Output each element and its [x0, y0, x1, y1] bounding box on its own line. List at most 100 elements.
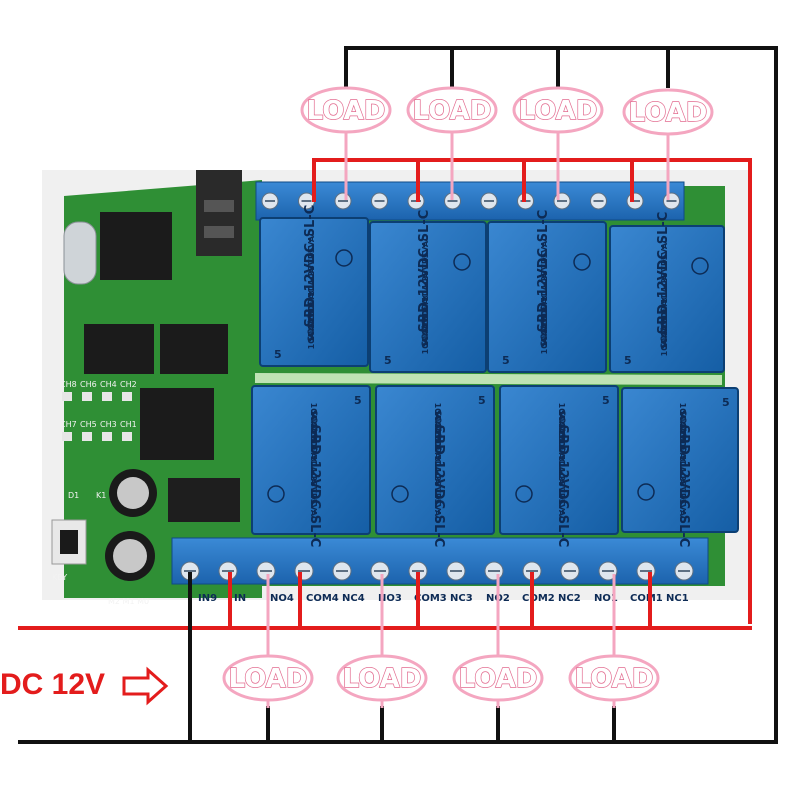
relay-pin-mark: 5: [722, 396, 730, 409]
terminal-screw[interactable]: [484, 561, 504, 581]
led-ch6: [82, 392, 92, 401]
terminal-screw[interactable]: [298, 192, 315, 210]
ic-chip-2: [84, 324, 154, 374]
load-label: LOAD: [229, 664, 308, 694]
terminal-screw[interactable]: [553, 192, 571, 210]
relay-model-label: SRD-12VDC-SL-C: [536, 210, 551, 333]
label-ch5: CH5: [80, 420, 97, 429]
ic-chip-1: [100, 212, 172, 280]
load-oval: LOAD: [452, 654, 544, 702]
load-label: LOAD: [413, 96, 492, 126]
relay-brand-label: SONGLE: [556, 410, 566, 452]
key-label: KEY: [52, 573, 67, 582]
label-ch1: CH1: [120, 420, 137, 429]
relay-pin-mark: 5: [624, 354, 632, 367]
terminal-screw[interactable]: [560, 561, 580, 581]
relay-rating-label: 10A 250VAC 10A 125VAC: [557, 410, 566, 522]
terminal-screw[interactable]: [371, 192, 388, 210]
certification-icon: [453, 253, 471, 271]
relay-rating-label: 10A 250VAC 10A 125VAC: [307, 230, 316, 342]
terminal-label: COM2: [522, 593, 555, 604]
load-label: LOAD: [307, 96, 386, 126]
led-ch1: [122, 432, 132, 441]
ic-chip-3: [160, 324, 228, 374]
terminal-screw[interactable]: [626, 192, 644, 210]
load-oval: LOAD: [300, 86, 392, 134]
terminal-screw[interactable]: [663, 192, 680, 210]
terminal-screw[interactable]: [261, 192, 279, 210]
relay-model-label: SRD-12VDC-SL-C: [307, 425, 322, 548]
terminal-screw[interactable]: [674, 561, 694, 581]
relay-model-label: SRD-12VDC-SL-C: [303, 205, 318, 328]
relay-brand-label: SONGLE: [432, 410, 442, 452]
capacitor-2: [105, 531, 155, 581]
relay-rating-label: 10A 30VDC 10A 28VDC: [433, 403, 442, 506]
negative-wiring: [18, 46, 778, 744]
load-label: LOAD: [575, 664, 654, 694]
terminal-screw[interactable]: [334, 192, 352, 210]
terminal-screw[interactable]: [446, 561, 466, 581]
pcb-separator: [254, 373, 723, 385]
dc-supply-label: DC 12V: [0, 668, 105, 701]
load-oval: LOAD: [512, 86, 604, 134]
relay-pin-mark: 5: [502, 354, 510, 367]
relay-rating-label: 10A 30VDC 10A 28VDC: [678, 403, 687, 506]
led-ch3: [102, 432, 112, 441]
terminal-screw[interactable]: [256, 561, 276, 581]
k1-label: K1: [96, 491, 106, 500]
label-ch4: CH4: [100, 380, 117, 389]
terminal-label: NO3: [378, 593, 402, 604]
load-label: LOAD: [343, 664, 422, 694]
led-ch2: [122, 392, 132, 401]
terminal-label: COM4: [306, 593, 339, 604]
label-ch8: CH8: [60, 380, 77, 389]
terminal-screw[interactable]: [218, 561, 238, 581]
led-group: CH8 CH6 CH4 CH2 CH7 CH5 CH3 CH1: [60, 380, 137, 441]
capacitor-1: [109, 469, 157, 517]
key-button-cap[interactable]: [60, 530, 78, 554]
relay-brand-label: SONGLE: [540, 306, 550, 348]
terminal-label: NO4: [270, 593, 294, 604]
relay-rating-label: 10A 250VAC 10A 125VAC: [421, 235, 430, 347]
audio-jack: [196, 170, 242, 256]
relay-pin-mark: 5: [602, 394, 610, 407]
label-ch2: CH2: [120, 380, 137, 389]
relay-pin-mark: 5: [354, 394, 362, 407]
relay-pin-mark: 5: [384, 354, 392, 367]
relay-rating-label: 10A 30VDC 10A 28VDC: [309, 403, 318, 506]
led-ch8: [62, 392, 72, 401]
relay-model-label: SRD-12VDC-SL-C: [555, 425, 570, 548]
terminal-screw[interactable]: [370, 561, 390, 581]
relay-brand-label: SONGLE: [307, 301, 317, 343]
load-label: LOAD: [519, 96, 598, 126]
terminal-label: NC4: [342, 593, 365, 604]
led-ch4: [102, 392, 112, 401]
relay-brand-label: SONGLE: [421, 306, 431, 348]
crystal-oscillator: [63, 221, 97, 285]
relay-model-label: SRD-12VDC-SL-C: [656, 212, 671, 335]
led-ch7: [62, 432, 72, 441]
label-ch3: CH3: [100, 420, 117, 429]
certification-icon: [391, 485, 409, 503]
relay-rating-label: 10A 30VDC 10A 28VDC: [421, 252, 430, 355]
relay-rating-label: 10A 30VDC 10A 28VDC: [660, 254, 669, 357]
terminal-screw[interactable]: [480, 192, 498, 210]
terminal-label: NC2: [558, 593, 581, 604]
relay-brand-label: SONGLE: [677, 410, 687, 452]
relay-model-label: SRD-12VDC-SL-C: [676, 425, 691, 548]
terminal-screw[interactable]: [636, 561, 656, 581]
relay-rating-label: 10A 250VAC 10A 125VAC: [678, 410, 687, 522]
terminal-screw[interactable]: [294, 561, 314, 581]
terminal-screw[interactable]: [332, 561, 352, 581]
terminal-screw[interactable]: [590, 192, 607, 210]
terminal-label: NO1: [594, 593, 618, 604]
certification-icon: [267, 485, 285, 503]
negative-main-bus: [344, 46, 778, 744]
